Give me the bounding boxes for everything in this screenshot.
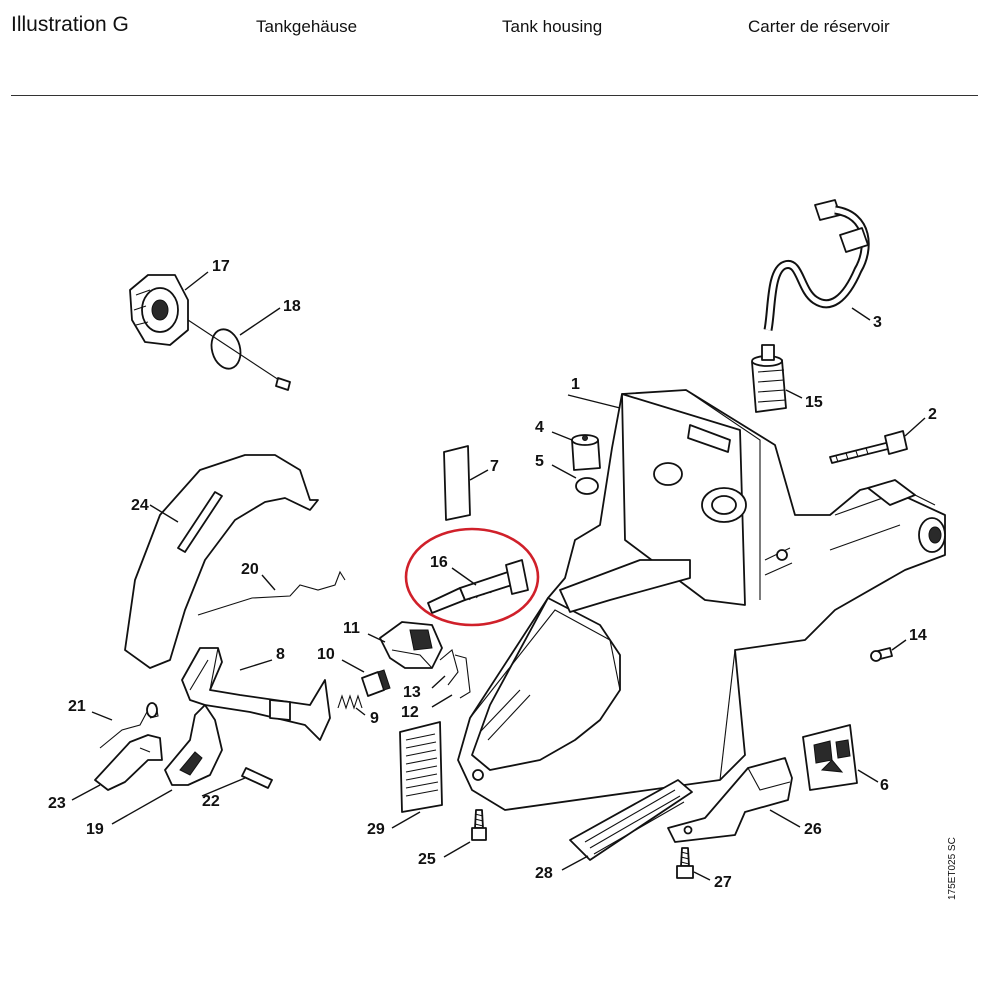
part-25-screw[interactable] bbox=[471, 809, 487, 841]
part-23-interlock[interactable] bbox=[94, 734, 163, 791]
part-29-label-card[interactable] bbox=[399, 721, 443, 813]
part-22-pin[interactable] bbox=[241, 767, 273, 789]
callout-12: 12 bbox=[401, 704, 419, 721]
callout-4: 4 bbox=[535, 419, 544, 436]
callout-8: 8 bbox=[276, 646, 285, 663]
title-english: Tank housing bbox=[502, 17, 603, 36]
part-9-spring[interactable] bbox=[337, 694, 363, 710]
part-18-o-ring-and-wire[interactable] bbox=[187, 319, 291, 391]
part-8-trigger-lever[interactable] bbox=[181, 647, 331, 741]
callout-26: 26 bbox=[804, 821, 822, 838]
part-6-warning-label[interactable] bbox=[802, 724, 858, 791]
callout-3: 3 bbox=[873, 314, 882, 331]
callout-27: 27 bbox=[714, 874, 732, 891]
callout-2: 2 bbox=[928, 406, 937, 423]
callout-1: 1 bbox=[571, 376, 580, 393]
callout-6: 6 bbox=[880, 777, 889, 794]
part-28-pad[interactable] bbox=[569, 779, 693, 861]
part-2-bolt[interactable] bbox=[829, 430, 908, 464]
callout-9: 9 bbox=[370, 710, 379, 727]
callout-7: 7 bbox=[490, 458, 499, 475]
callout-20: 20 bbox=[241, 561, 259, 578]
part-26-bracket[interactable] bbox=[667, 757, 793, 843]
part-14-screw[interactable] bbox=[870, 647, 893, 662]
callout-25: 25 bbox=[418, 851, 436, 868]
page-title: Illustration G bbox=[11, 13, 129, 36]
part-11-switch[interactable] bbox=[379, 621, 443, 669]
callout-23: 23 bbox=[48, 795, 66, 812]
title-french: Carter de réservoir bbox=[748, 17, 890, 36]
callout-15: 15 bbox=[805, 394, 823, 411]
header-divider bbox=[11, 95, 978, 96]
callout-16: 16 bbox=[430, 554, 448, 571]
callout-5: 5 bbox=[535, 453, 544, 470]
callout-17: 17 bbox=[212, 258, 230, 275]
leader-lines bbox=[71, 271, 926, 881]
part-13-spring-clip[interactable] bbox=[439, 649, 459, 686]
callout-19: 19 bbox=[86, 821, 104, 838]
part-19-lever[interactable] bbox=[164, 704, 223, 786]
title-german: Tankgehäuse bbox=[256, 17, 358, 36]
callout-labels: 1 2 3 4 5 6 7 8 9 10 11 12 13 14 15 16 1… bbox=[48, 258, 937, 891]
part-7-sticker[interactable] bbox=[443, 445, 471, 521]
callout-28: 28 bbox=[535, 865, 553, 882]
callout-22: 22 bbox=[202, 793, 220, 810]
callout-18: 18 bbox=[283, 298, 301, 315]
part-16-adjuster[interactable] bbox=[427, 559, 529, 614]
callout-21: 21 bbox=[68, 698, 86, 715]
callout-14: 14 bbox=[909, 627, 927, 644]
part-12-clip[interactable] bbox=[454, 654, 471, 699]
part-1-tank-housing[interactable] bbox=[457, 389, 946, 811]
part-17-pump[interactable] bbox=[129, 274, 189, 346]
callout-10: 10 bbox=[317, 646, 335, 663]
part-16-highlight-circle bbox=[404, 527, 540, 627]
part-3-fuel-hose[interactable] bbox=[763, 199, 870, 331]
callout-24: 24 bbox=[131, 497, 149, 514]
part-15-fuel-filter[interactable] bbox=[751, 344, 787, 413]
part-4-plug[interactable] bbox=[571, 434, 601, 471]
part-5-o-ring[interactable] bbox=[575, 477, 599, 495]
part-20-rod[interactable] bbox=[197, 570, 346, 616]
part-21-spring[interactable] bbox=[99, 702, 159, 749]
part-27-screw[interactable] bbox=[676, 847, 694, 879]
part-24-cover[interactable] bbox=[124, 454, 319, 669]
drawing-code: 175ET025 SC bbox=[947, 837, 958, 900]
callout-11: 11 bbox=[343, 620, 360, 637]
callout-13: 13 bbox=[403, 684, 421, 701]
callout-29: 29 bbox=[367, 821, 385, 838]
part-10-block[interactable] bbox=[361, 669, 391, 697]
